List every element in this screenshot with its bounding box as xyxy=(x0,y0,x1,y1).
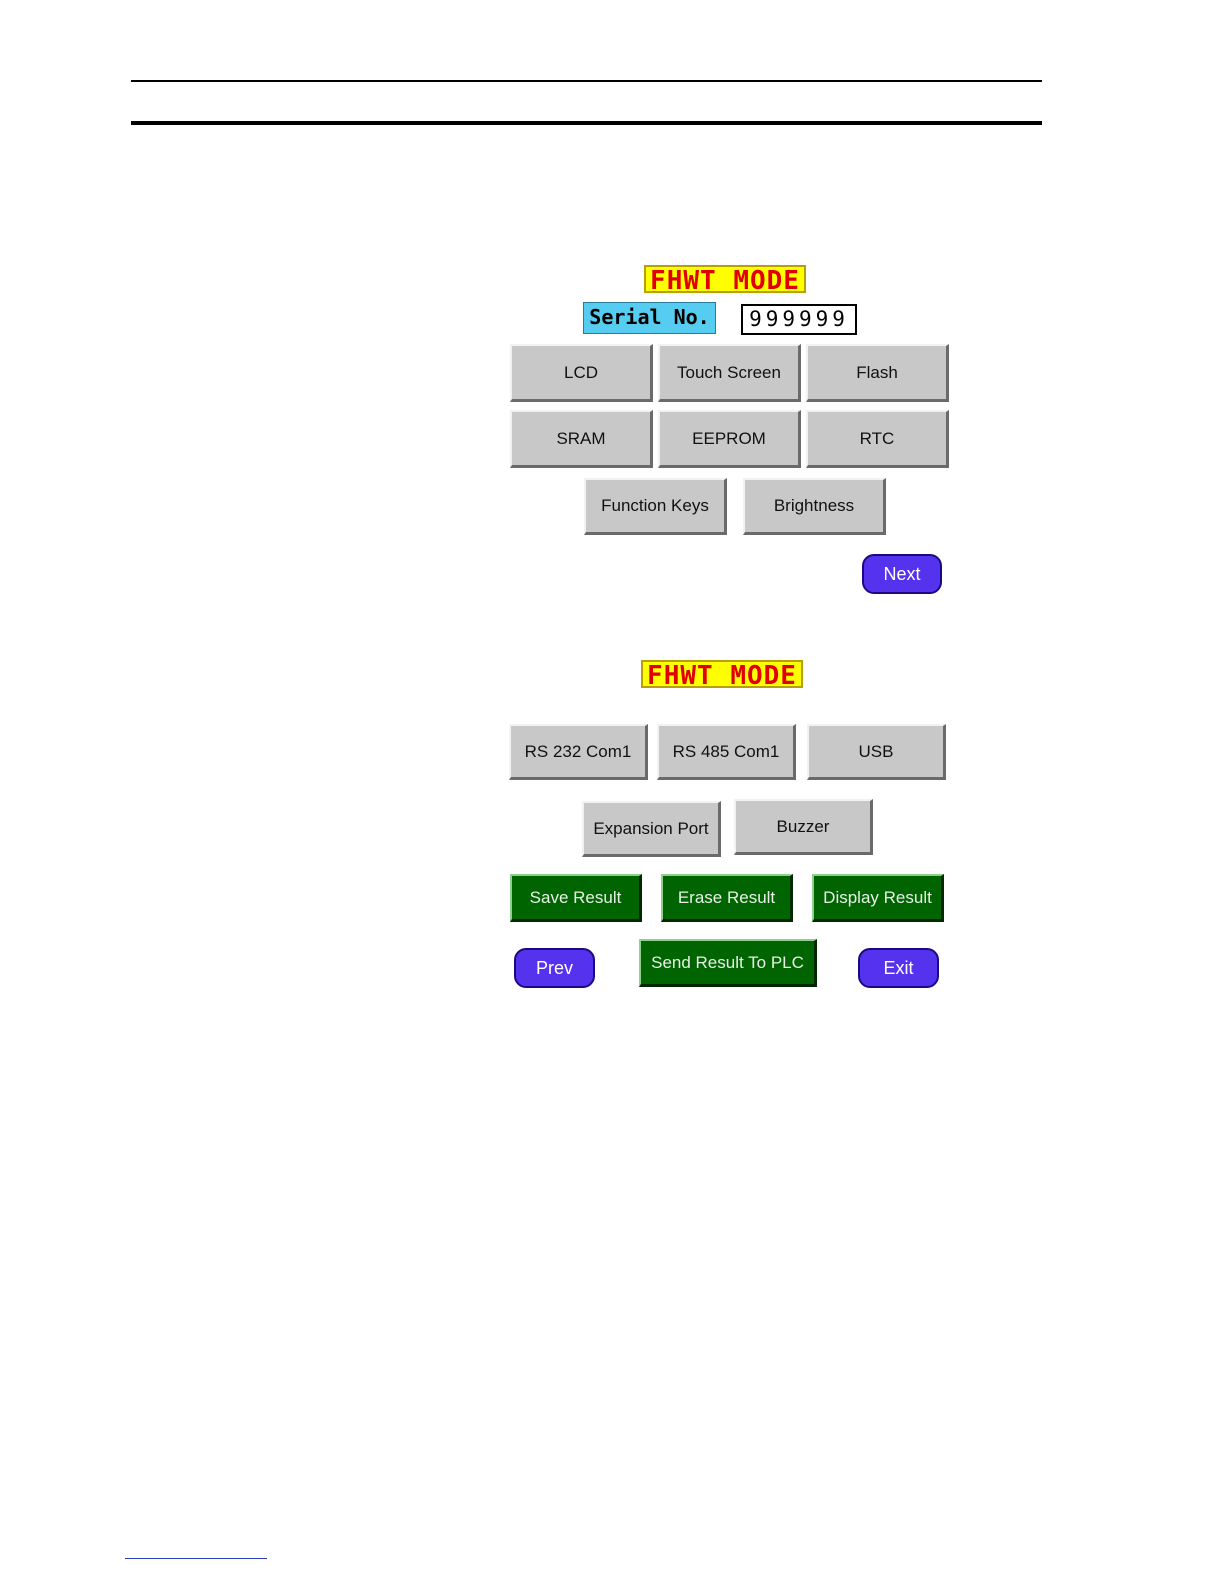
usb-button[interactable]: USB xyxy=(807,724,946,780)
rs485-com1-button[interactable]: RS 485 Com1 xyxy=(657,724,796,780)
save-result-button[interactable]: Save Result xyxy=(510,874,642,922)
footer-rule xyxy=(125,1558,267,1559)
header-rule-thick xyxy=(131,121,1042,125)
touch-screen-button[interactable]: Touch Screen xyxy=(658,344,801,402)
display-result-button[interactable]: Display Result xyxy=(812,874,944,922)
send-result-to-plc-button[interactable]: Send Result To PLC xyxy=(639,939,817,987)
screen-2-title: FHWT MODE xyxy=(641,660,803,688)
next-button[interactable]: Next xyxy=(862,554,942,594)
eeprom-button[interactable]: EEPROM xyxy=(658,410,801,468)
buzzer-button[interactable]: Buzzer xyxy=(734,799,873,855)
function-keys-button[interactable]: Function Keys xyxy=(584,478,727,535)
serial-number-field[interactable]: 999999 xyxy=(741,304,857,335)
exit-button[interactable]: Exit xyxy=(858,948,939,988)
serial-number-label: Serial No. xyxy=(583,302,716,334)
brightness-button[interactable]: Brightness xyxy=(743,478,886,535)
erase-result-button[interactable]: Erase Result xyxy=(661,874,793,922)
prev-button[interactable]: Prev xyxy=(514,948,595,988)
rtc-button[interactable]: RTC xyxy=(806,410,949,468)
screen-1-title: FHWT MODE xyxy=(644,265,806,293)
sram-button[interactable]: SRAM xyxy=(510,410,653,468)
header-rule-thin xyxy=(131,80,1042,82)
rs232-com1-button[interactable]: RS 232 Com1 xyxy=(509,724,648,780)
flash-button[interactable]: Flash xyxy=(806,344,949,402)
lcd-button[interactable]: LCD xyxy=(510,344,653,402)
expansion-port-button[interactable]: Expansion Port xyxy=(582,801,721,857)
